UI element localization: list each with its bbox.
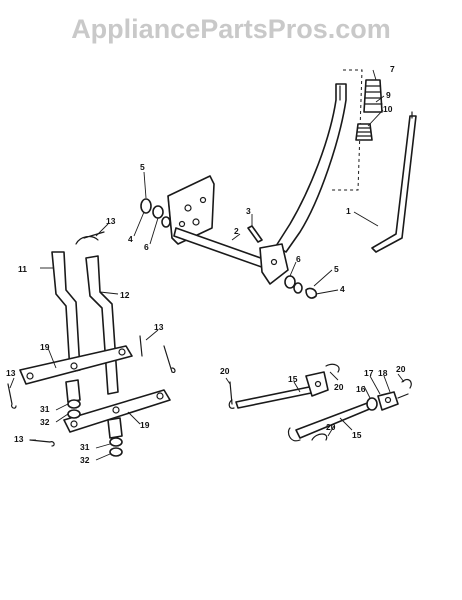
watermark: AppliancePartsPros.com	[71, 14, 391, 44]
callout-13-bottom: 13	[14, 434, 24, 444]
callout-15-lower: 15	[352, 430, 362, 440]
callout-15-upper: 15	[288, 374, 298, 384]
lift-arm-left	[51, 251, 81, 373]
callout-2: 2	[234, 226, 239, 236]
cotter-pin-arm	[75, 231, 105, 245]
callout-5-left: 5	[140, 162, 145, 172]
lift-arm-right	[85, 255, 119, 395]
callout-20-mid: 20	[334, 382, 344, 392]
leader-lines	[9, 69, 405, 461]
callout-31-upper: 31	[40, 404, 50, 414]
hair-pin-b	[325, 363, 340, 373]
bushing-right	[284, 275, 318, 299]
callout-13-top: 13	[106, 216, 116, 226]
callout-20-left: 20	[220, 366, 230, 376]
callout-20-lower: 20	[326, 422, 336, 432]
cotter-pin-mid	[139, 335, 176, 373]
callout-3: 3	[246, 206, 251, 216]
callout-17: 17	[364, 368, 374, 378]
bolt	[247, 225, 263, 243]
callout-6-left: 6	[144, 242, 149, 252]
callout-5-right: 5	[334, 264, 339, 274]
callout-13-mid: 13	[154, 322, 164, 332]
adjust-rod-upper	[228, 385, 317, 409]
mounting-bracket	[167, 175, 215, 245]
callout-4-left: 4	[128, 234, 133, 244]
handle-knob	[363, 79, 383, 113]
hair-pin-c	[311, 433, 328, 441]
callout-19-lower: 19	[140, 420, 150, 430]
link-hanger-lower	[107, 417, 123, 457]
cotter-pin-left	[7, 383, 17, 409]
callout-16: 16	[356, 384, 366, 394]
callout-13-left: 13	[6, 368, 16, 378]
hair-pin-a	[229, 381, 233, 405]
callout-32-lower: 32	[80, 455, 90, 465]
callout-6-right: 6	[296, 254, 301, 264]
adjust-bracket	[305, 371, 329, 397]
callout-10: 10	[383, 104, 393, 114]
callout-7: 7	[390, 64, 395, 74]
lift-link-lower	[63, 389, 171, 433]
callout-19-upper: 19	[40, 342, 50, 352]
callout-4-right: 4	[340, 284, 345, 294]
lift-handle	[275, 83, 347, 253]
lift-link-rod	[371, 111, 417, 253]
callout-9: 9	[386, 90, 391, 100]
handle-base-bracket	[259, 243, 289, 285]
callout-18: 18	[378, 368, 388, 378]
bushing-left	[140, 198, 171, 228]
callout-20-right: 20	[396, 364, 406, 374]
lift-link-upper	[19, 345, 133, 385]
callout-labels: 7 9 10 1 2 3 5 4 6 6 5 4 11 12 13 13 13 …	[6, 64, 406, 465]
callout-31-lower: 31	[80, 442, 90, 452]
link-hanger-upper	[65, 379, 81, 419]
callout-11: 11	[18, 264, 27, 274]
cotter-pin-bottom	[29, 439, 55, 447]
handle-spring	[355, 123, 373, 141]
callout-1: 1	[346, 206, 351, 216]
callout-32-upper: 32	[40, 417, 50, 427]
callout-12: 12	[120, 290, 130, 300]
adjust-knob	[366, 391, 409, 411]
